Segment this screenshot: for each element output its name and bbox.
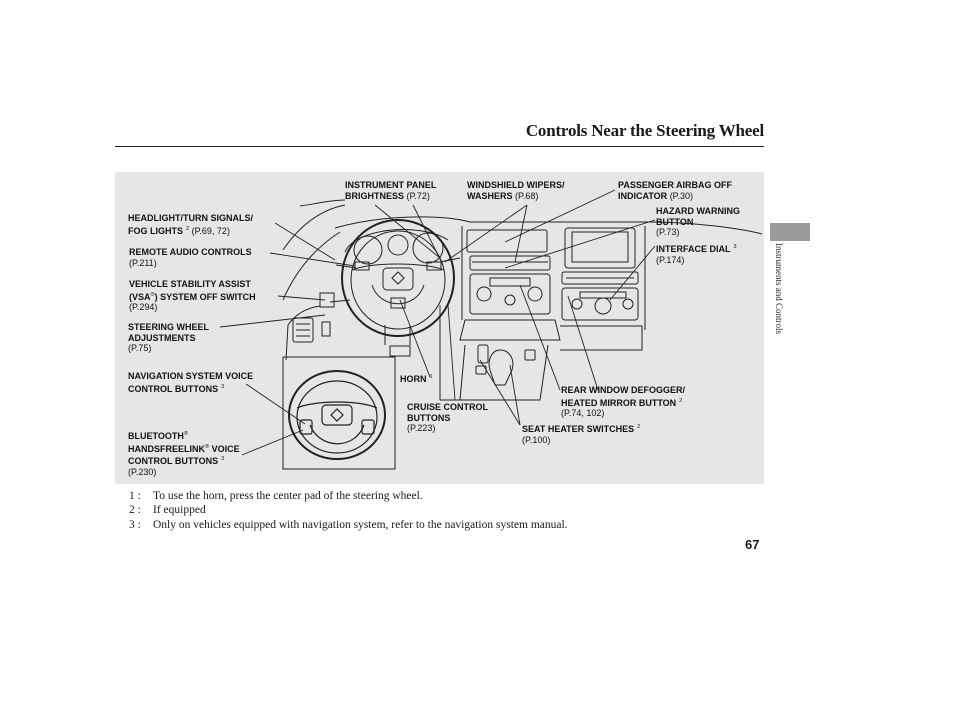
- section-tab: [770, 223, 810, 241]
- label-windshield-wipers: WINDSHIELD WIPERS/WASHERS (P.68): [467, 180, 565, 201]
- label-remote-audio-controls: REMOTE AUDIO CONTROLS(P.211): [129, 247, 252, 268]
- footnotes: 1 :To use the horn, press the center pad…: [129, 489, 568, 532]
- steering-wheel-large: [341, 219, 455, 337]
- section-tab-label: Instruments and Controls: [774, 243, 784, 334]
- leader-lines: [219, 189, 656, 456]
- audio-panel: [561, 287, 639, 321]
- center-console: [459, 344, 549, 401]
- interface-dial-knob: [594, 297, 612, 315]
- gear-shifter: [488, 349, 514, 386]
- center-display: [466, 229, 548, 253]
- footnote: 3 :Only on vehicles equipped with naviga…: [129, 518, 568, 531]
- navigation-screen: [564, 227, 636, 269]
- label-vsa-system-off-switch: VEHICLE STABILITY ASSIST(VSA®) SYSTEM OF…: [129, 279, 256, 312]
- instrument-cluster: [344, 229, 449, 253]
- footnote: 2 :If equipped: [129, 504, 206, 517]
- inset-frame: [282, 356, 396, 470]
- title-rule: [115, 146, 764, 147]
- window-switches: [292, 317, 314, 343]
- climate-panel: [469, 273, 551, 315]
- label-rear-window-defogger: REAR WINDOW DEFOGGER/HEATED MIRROR BUTTO…: [561, 385, 685, 418]
- honda-logo-icon: [391, 271, 405, 285]
- page-title: Controls Near the Steering Wheel: [525, 121, 764, 140]
- steering-wheel-inset: [288, 370, 386, 460]
- a-pillar: [282, 204, 346, 251]
- steering-center-pad: [382, 267, 414, 291]
- door-panel: [285, 305, 321, 361]
- dashboard-top: [334, 216, 763, 235]
- footnote: 1 :To use the horn, press the center pad…: [129, 490, 423, 502]
- page-number: 67: [745, 537, 760, 552]
